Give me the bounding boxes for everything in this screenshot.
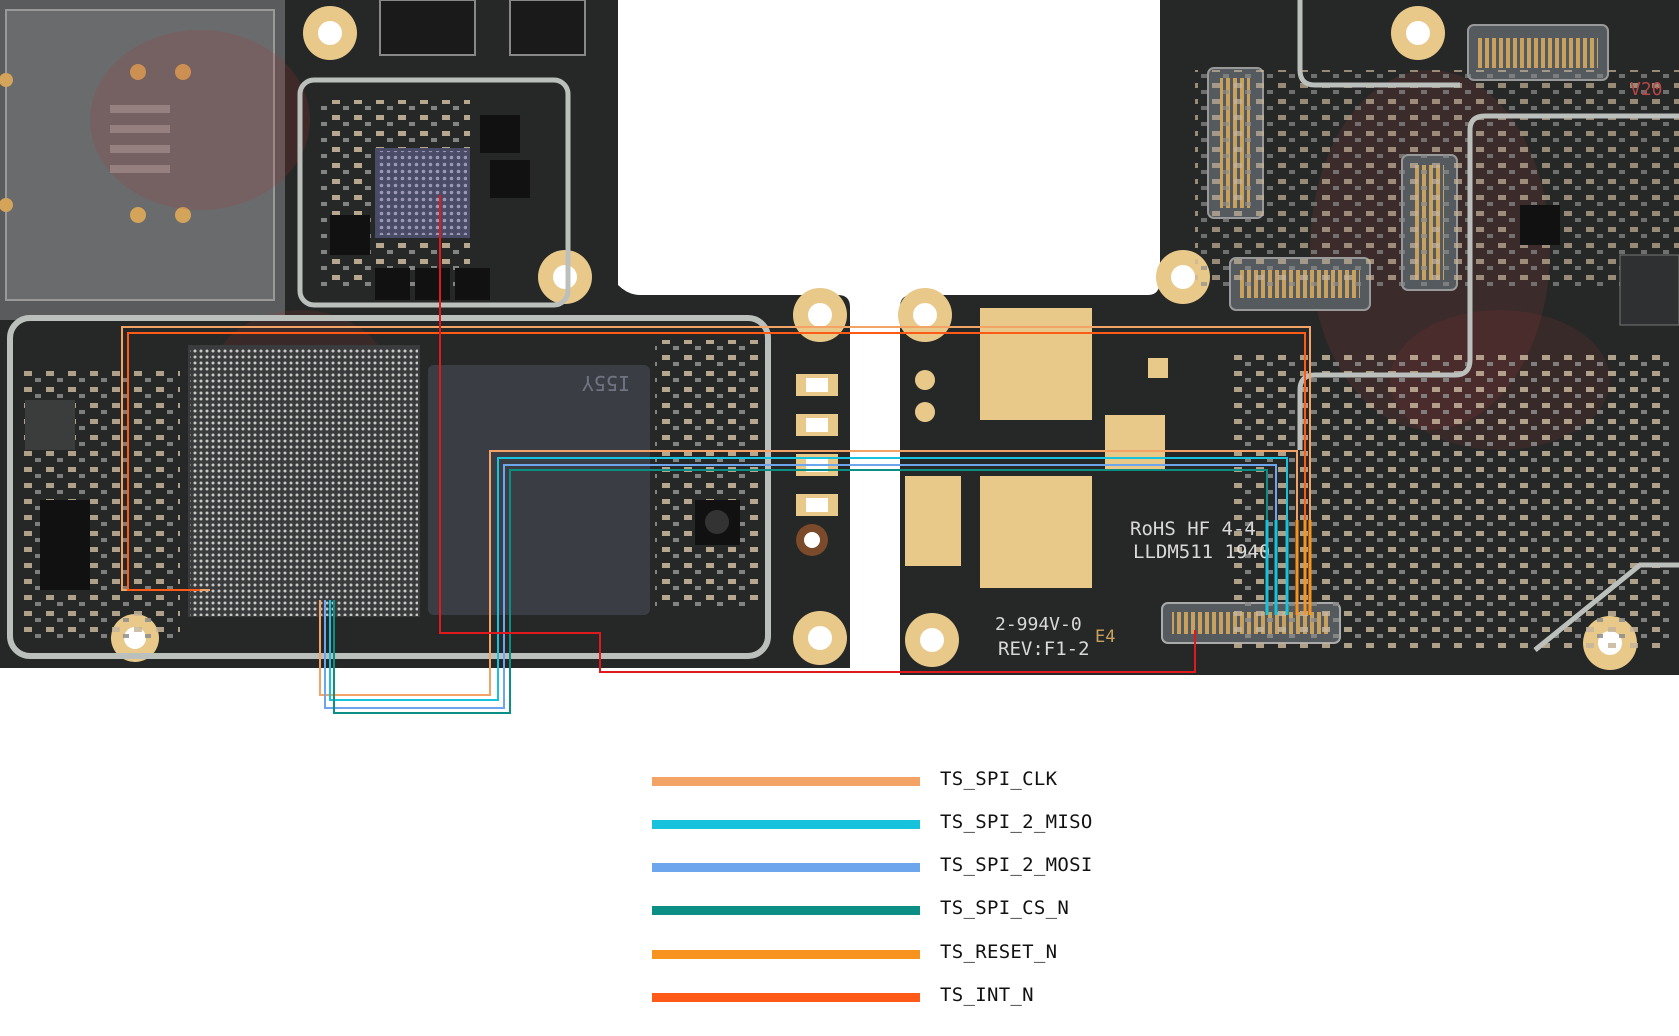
legend-label: TS_SPI_2_MISO <box>940 811 1093 833</box>
silkscreen-text: RoHS HF 4-4 LLDM511 1940 2-994V-0 REV:F1… <box>995 79 1663 660</box>
legend-label: TS_RESET_N <box>940 941 1058 963</box>
silk-lldm: LLDM511 1940 <box>1133 541 1270 563</box>
legend-swatch <box>652 993 920 1002</box>
memory-chip <box>428 365 650 615</box>
trace-spi-clk-bottom <box>319 450 1298 696</box>
trace-spi-miso <box>329 457 1288 701</box>
signal-traces <box>121 195 1312 714</box>
legend-swatch <box>652 820 920 829</box>
power-inductors <box>330 115 530 300</box>
trace-int-n <box>127 332 1306 600</box>
legend-label: TS_SPI_CLK <box>940 768 1058 790</box>
legend-label: TS_INT_N <box>940 984 1034 1006</box>
shield-frame-main <box>7 315 771 659</box>
trace-spi-cs-n <box>333 469 1268 714</box>
sim-contacts <box>0 64 191 223</box>
silk-v20: V20 <box>1630 79 1663 100</box>
legend-swatch <box>652 950 920 959</box>
left-board: I55Y <box>0 0 850 668</box>
side-contact-pads <box>796 374 838 516</box>
legend-label: TS_SPI_CS_N <box>940 897 1070 919</box>
legend-swatch <box>652 777 920 786</box>
legend-swatch <box>652 863 920 872</box>
trace-spi-mosi <box>324 464 1277 709</box>
silk-pcb-code: 2-994V-0 <box>995 614 1082 635</box>
silk-rev: REV:F1-2 <box>998 638 1090 660</box>
silk-e4: E4 <box>1095 627 1115 647</box>
shield-frame-upper <box>297 77 571 308</box>
legend-label: TS_SPI_2_MOSI <box>940 854 1093 876</box>
silk-rohs: RoHS HF 4-4 <box>1130 518 1256 540</box>
chip-marking: I55Y <box>582 371 630 395</box>
trace-red-net <box>439 195 1196 673</box>
legend-swatch <box>652 906 920 915</box>
